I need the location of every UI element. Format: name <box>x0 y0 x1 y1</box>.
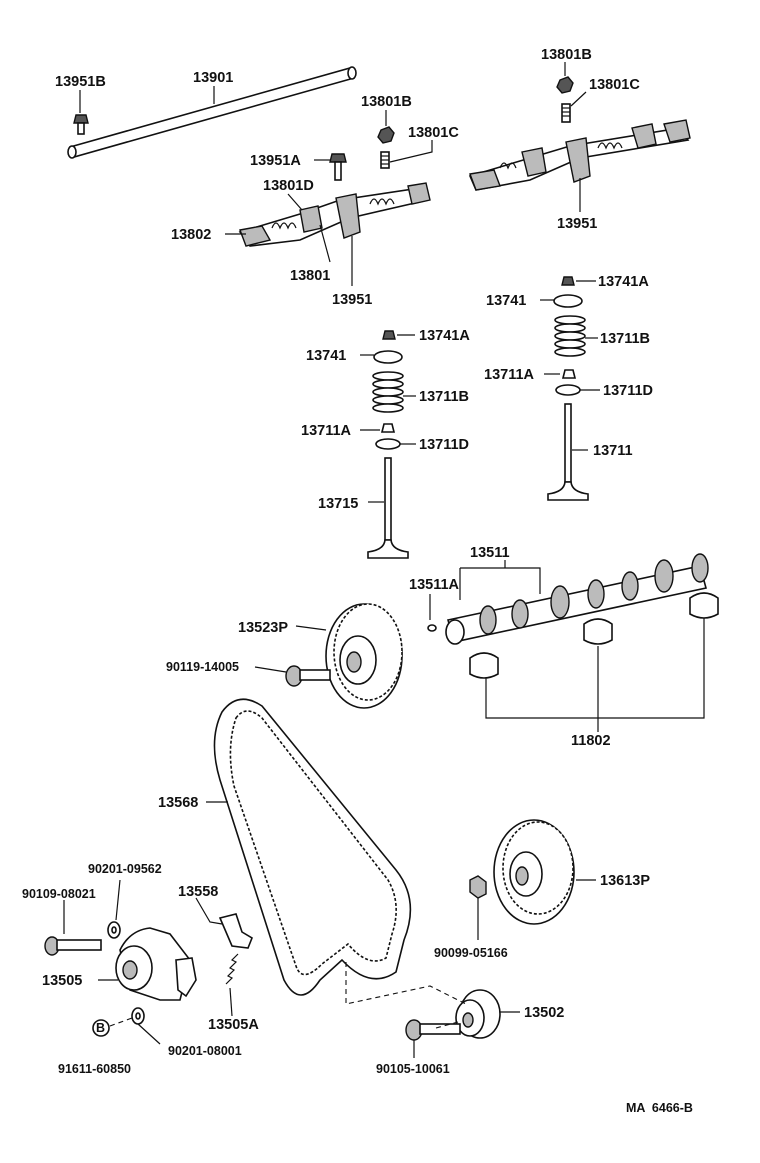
label-13711B-right: 13711B <box>600 331 650 347</box>
label-13741A-left: 13741A <box>419 328 470 344</box>
label-13711: 13711 <box>593 443 633 459</box>
label-90201-08001: 90201-08001 <box>168 1044 242 1058</box>
idler-pulley <box>455 989 520 1039</box>
label-13568: 13568 <box>158 795 198 811</box>
bolt-90105-10061 <box>405 1019 461 1058</box>
bearings-11802 <box>469 592 719 732</box>
label-11802: 11802 <box>571 733 611 749</box>
label-13801C-mid: 13801C <box>408 125 459 141</box>
label-13951A: 13951A <box>250 153 301 169</box>
tensioner <box>98 927 197 1001</box>
nut-13801B-top <box>556 62 574 94</box>
label-13741-right: 13741 <box>486 293 526 309</box>
label-90099-05166: 90099-05166 <box>434 946 508 960</box>
bolt-13951B <box>73 90 89 135</box>
nut-90099-05166 <box>469 875 487 940</box>
label-13951B: 13951B <box>55 74 106 90</box>
label-13801B-mid: 13801B <box>361 94 412 110</box>
label-13741A-right: 13741A <box>598 274 649 290</box>
timing-belt <box>206 698 412 996</box>
label-13711B-left: 13711B <box>419 389 469 405</box>
bolt-91611-60850 <box>92 1017 133 1037</box>
bolt-90119-14005 <box>254 665 331 687</box>
label-B-circle: B <box>96 1021 105 1035</box>
cam-pulley <box>295 603 403 709</box>
label-13505: 13505 <box>42 973 82 989</box>
label-13502: 13502 <box>524 1005 564 1021</box>
label-13801C-top: 13801C <box>589 77 640 93</box>
spring-13505A <box>225 953 239 1017</box>
screw-13801C-mid <box>380 140 433 169</box>
label-13511A: 13511A <box>409 577 460 593</box>
label-13711D-right: 13711D <box>603 383 653 399</box>
rocker-assembly-right <box>468 119 691 212</box>
label-13801B-top: 13801B <box>541 47 592 63</box>
label-13801: 13801 <box>290 268 330 284</box>
label-13802: 13802 <box>171 227 211 243</box>
part-labels: 13951B 13901 13801B 13801C 13801B 13801C… <box>22 47 693 1115</box>
label-13711D-left: 13711D <box>419 437 469 453</box>
footer-code: MA 6466-B <box>626 1101 693 1115</box>
screw-13801C-top <box>561 91 587 123</box>
label-13711A-right: 13711A <box>484 367 535 383</box>
valve-train-left <box>360 330 416 559</box>
camshaft <box>427 553 709 645</box>
label-13613P: 13613P <box>600 873 650 889</box>
label-90105-10061: 90105-10061 <box>376 1062 450 1076</box>
label-13951-left: 13951 <box>332 292 372 308</box>
bolt-90109-08021 <box>44 900 102 956</box>
label-13901: 13901 <box>193 70 233 86</box>
label-90119-14005: 90119-14005 <box>166 660 239 674</box>
label-91611-60850: 91611-60850 <box>58 1062 131 1076</box>
rocker-assembly-left <box>225 182 431 286</box>
label-13715: 13715 <box>318 496 358 512</box>
label-13505A: 13505A <box>208 1017 259 1033</box>
rocker-shaft <box>67 66 357 159</box>
label-13741-left: 13741 <box>306 348 346 364</box>
dashed-guides <box>345 962 467 1029</box>
bracket-13558 <box>195 897 253 949</box>
label-13558: 13558 <box>178 884 218 900</box>
washer-90201-09562 <box>107 879 121 939</box>
label-13711A-left: 13711A <box>301 423 352 439</box>
label-90201-09562: 90201-09562 <box>88 862 162 876</box>
washer-90201-08001 <box>131 1007 161 1045</box>
label-13511: 13511 <box>470 545 510 561</box>
nut-13801B-mid <box>377 110 395 144</box>
label-90109-08021: 90109-08021 <box>22 887 96 901</box>
label-13801D: 13801D <box>263 178 314 194</box>
label-13523P: 13523P <box>238 620 288 636</box>
valve-train-right <box>540 276 600 501</box>
bolt-13951A <box>314 153 347 181</box>
crank-pulley <box>493 819 596 925</box>
label-13951-right: 13951 <box>557 216 597 232</box>
